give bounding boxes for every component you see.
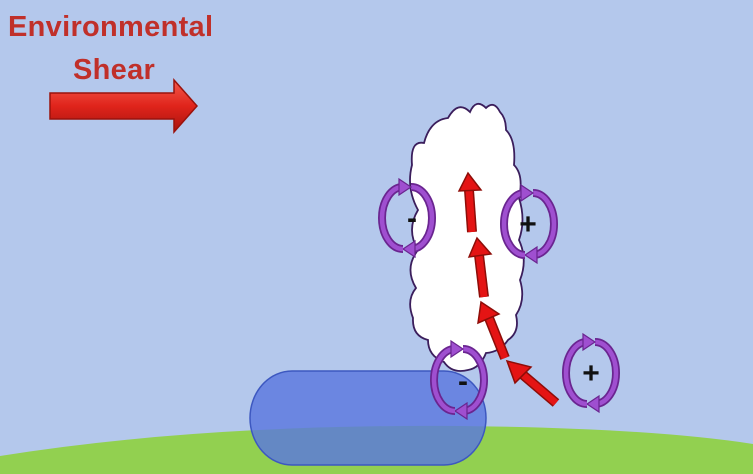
rotation-sign-upper-left: -	[407, 202, 417, 235]
rotation-sign-lower-left: -	[458, 365, 468, 398]
inflow-arrow-icon	[505, 359, 560, 407]
title-line-2: Shear	[73, 54, 156, 86]
storm-cloud	[409, 102, 525, 372]
updraft-arrow-lower-icon	[477, 300, 510, 360]
rotation-sign-upper-right: +	[519, 208, 537, 241]
updraft-arrow-top-icon	[457, 171, 483, 233]
shear-arrow-icon	[49, 78, 199, 134]
updraft-arrow-middle-icon	[467, 236, 493, 298]
rotation-sign-lower-right: +	[582, 357, 600, 390]
title-line-1: Environmental	[8, 11, 214, 43]
cold-pool	[249, 370, 487, 466]
